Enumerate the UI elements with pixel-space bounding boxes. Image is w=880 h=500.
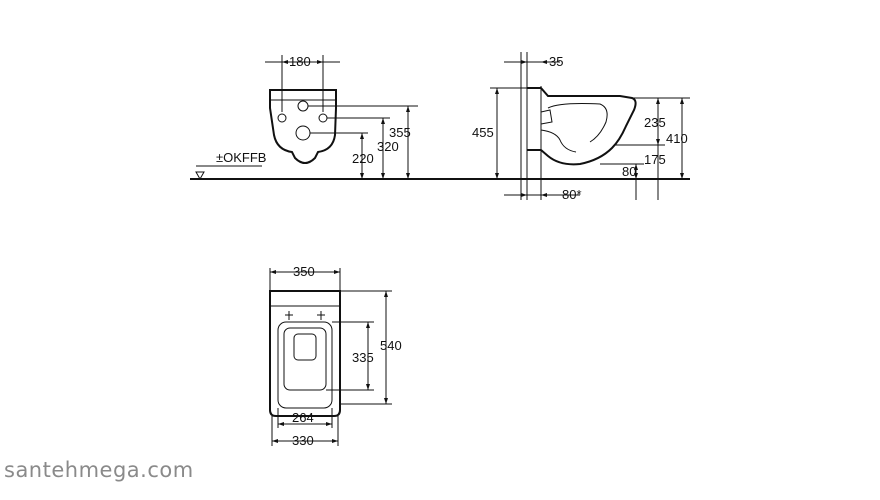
front-view: ±OKFFB 180 355 320 220 [190, 54, 690, 181]
front-outlet [295, 125, 311, 141]
dim-410: 410 [666, 131, 688, 146]
dim-320: 320 [377, 139, 399, 154]
floor-marker [195, 171, 205, 181]
dim-455: 455 [472, 125, 494, 140]
dim-35: 35 [549, 54, 563, 69]
dim-540: 540 [380, 338, 402, 353]
front-hole-right [318, 113, 328, 123]
front-hole-left [277, 113, 287, 123]
dim-350: 350 [293, 264, 315, 279]
top-toilet-outline [269, 290, 341, 417]
dim-180: 180 [289, 54, 311, 69]
dim-80: 80 [622, 164, 636, 179]
dim-220: 220 [352, 151, 374, 166]
dim-175: 175 [644, 152, 666, 167]
dim-264: 264 [292, 410, 314, 425]
floor-label: ±OKFFB [216, 150, 266, 165]
top-seat-outer [277, 321, 333, 409]
top-bowl-opening [293, 333, 317, 361]
front-hole-top [297, 100, 309, 112]
top-view: 350 540 335 264 330 [269, 264, 402, 448]
dim-330: 330 [292, 433, 314, 448]
dim-335: 335 [352, 350, 374, 365]
side-view: 35 455 235 410 175 80 80* [472, 52, 690, 202]
side-toilet-body [527, 87, 637, 166]
top-seat-inner [283, 327, 327, 391]
dim-355: 355 [389, 125, 411, 140]
watermark: santehmega.com [4, 458, 194, 482]
dim-235: 235 [644, 115, 666, 130]
front-toilet-body [269, 89, 337, 164]
dim-80-star: 80* [562, 187, 582, 202]
